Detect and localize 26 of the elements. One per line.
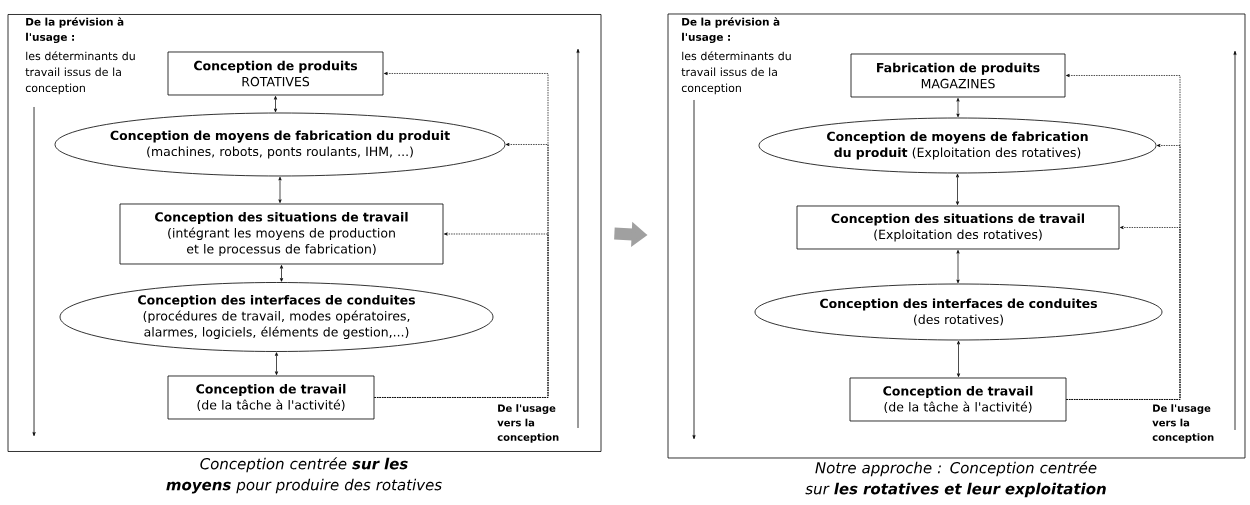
side-label: les déterminants du travail issus de la conception	[681, 51, 791, 95]
side-label: De la prévision à l'usage :	[26, 17, 124, 44]
arrow	[278, 176, 282, 203]
side-label: De l'usage vers la conception	[1152, 404, 1214, 443]
side-label: les déterminants du travail issus de la conception	[25, 51, 135, 95]
feedback-arrow	[1066, 225, 1181, 400]
process-box: Fabrication de produits MAGAZINES	[850, 53, 1066, 98]
arrow	[274, 352, 279, 375]
panel-frame	[7, 14, 602, 452]
feedback-arrow	[374, 232, 549, 398]
node-label: Conception centrée sur les moyens pour produire des rotatives	[166, 457, 442, 494]
arrow	[279, 265, 284, 282]
process-box: Conception des situations de travail (intégrant les moyens de production et le processus de fabrication)	[119, 203, 444, 265]
side-label: De l'usage vers la conception	[497, 404, 559, 443]
arrow	[273, 96, 278, 113]
node-label: Notre approche : Conception centrée sur les rotatives et leur exploitation	[805, 461, 1106, 498]
arrow	[956, 250, 960, 284]
process-box: Conception de travail (de la tâche à l'activité)	[167, 375, 375, 420]
arrow	[955, 173, 960, 205]
process-box: Conception des situations de travail (Exploitation des rotatives)	[796, 205, 1120, 250]
arrow	[956, 98, 960, 118]
panel-frame	[667, 13, 1246, 459]
process-box: Conception de travail (de la tâche à l'activité)	[849, 377, 1067, 422]
process-box: Conception de produits ROTATIVES	[167, 51, 384, 96]
side-label: De la prévision à l'usage :	[682, 17, 780, 44]
arrow	[956, 340, 961, 377]
